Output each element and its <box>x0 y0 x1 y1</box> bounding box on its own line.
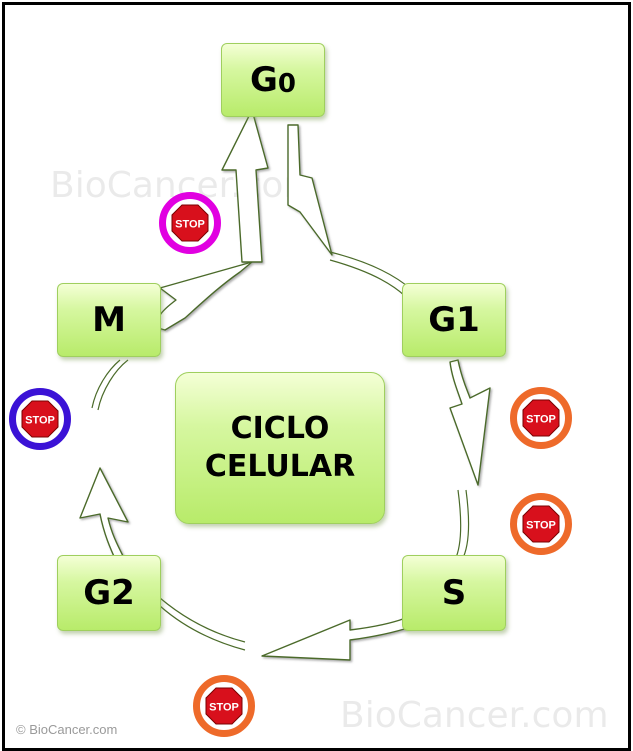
stop-sign-icon: STOP <box>522 399 560 437</box>
arc-right-lower-inner <box>454 489 462 561</box>
checkpoint-stop-g0-m: STOP <box>159 192 221 254</box>
stop-text: STOP <box>175 219 205 231</box>
stop-text: STOP <box>209 702 239 714</box>
phase-g0-subscript: 0 <box>277 69 296 99</box>
phase-g1-box: G1 <box>402 283 506 357</box>
stop-sign-icon: STOP <box>171 204 209 242</box>
arrow-g0-to-g1 <box>287 124 333 256</box>
checkpoint-stop-s-g2: STOP <box>193 675 255 737</box>
center-title-line1: CICLO <box>230 411 330 446</box>
arc-top-right <box>329 251 413 291</box>
copyright-text: © BioCancer.com <box>16 722 118 737</box>
checkpoint-stop-g1-b: STOP <box>510 493 572 555</box>
phase-g0-label: G <box>249 60 278 100</box>
phase-g2-label: G2 <box>83 573 135 613</box>
arrow-to-g0-up <box>221 109 269 263</box>
phase-g1-label: G1 <box>428 300 480 340</box>
arc-right-lower <box>461 489 470 561</box>
arrow-m-to-g0 <box>156 261 253 331</box>
center-title-line2: CELULAR <box>204 449 356 484</box>
stop-sign-icon: STOP <box>522 505 560 543</box>
phase-s-box: S <box>402 555 506 631</box>
arrow-g2-to-m <box>79 467 129 564</box>
watermark-bottom: BioCancer.com <box>340 695 609 736</box>
arc-left-upper-inner <box>91 359 121 409</box>
arc-left-bottom-inner <box>159 597 246 643</box>
phase-m-box: M <box>57 283 161 357</box>
arc-top-right-inner <box>329 259 406 297</box>
phase-g2-box: G2 <box>57 555 161 631</box>
arc-left-upper <box>97 359 129 411</box>
stop-sign-icon: STOP <box>21 400 59 438</box>
cell-cycle-title-box: CICLO CELULAR <box>175 372 385 524</box>
arrow-g1-to-s <box>449 359 491 486</box>
arc-left-bottom <box>159 605 246 651</box>
checkpoint-stop-m: STOP <box>9 388 71 450</box>
phase-m-label: M <box>92 300 126 340</box>
phase-s-label: S <box>441 573 467 613</box>
stop-text: STOP <box>526 414 556 426</box>
stop-text: STOP <box>526 520 556 532</box>
stop-sign-icon: STOP <box>205 687 243 725</box>
stop-text: STOP <box>25 415 55 427</box>
checkpoint-stop-g1-a: STOP <box>510 387 572 449</box>
